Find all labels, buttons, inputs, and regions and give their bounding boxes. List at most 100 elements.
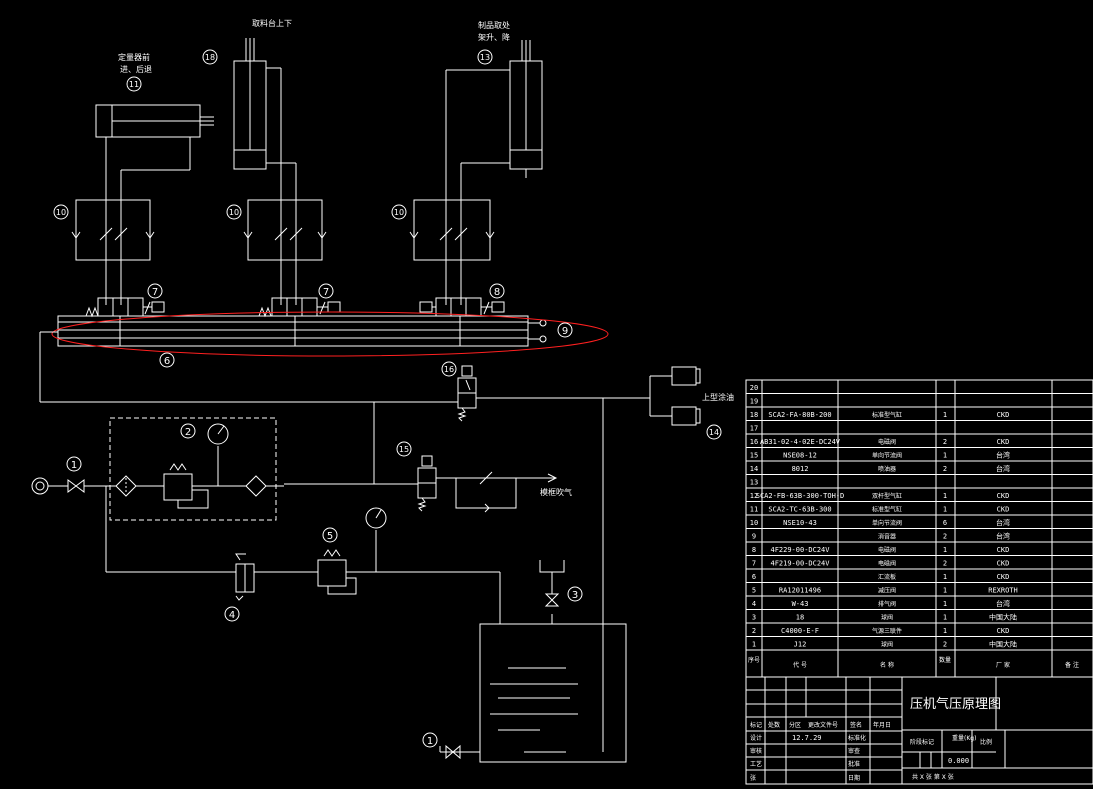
bom-cell-no: 2 [752,627,756,635]
bom-cell-no: 10 [750,519,758,527]
highlight-ellipse [51,311,609,357]
callout-6: 6 [164,356,170,367]
bom-cell-maker: 中国大陆 [989,613,1017,622]
label-product-cyl-2: 架升、降 [478,32,510,42]
bom-cell-no: 4 [752,600,756,608]
valve-16 [457,365,477,422]
bom-cell-maker: 台湾 [996,599,1010,608]
bom-cell-no: 6 [752,573,756,581]
tb-design: 设计 [750,734,762,742]
label-top-oil: 上型涂油 [702,392,734,402]
solenoid-valve-8 [419,297,505,317]
bom-cell-no: 3 [752,614,756,622]
bom-header-remark: 备 注 [1065,661,1079,669]
solenoid-valve-7a [85,297,165,318]
throttle-group-1 [71,199,155,305]
callout-13: 13 [480,53,490,62]
bom-cell-name: 气源三联件 [872,627,902,635]
bom-cell-name: 电磁阀 [878,560,896,568]
bom-cell-code: RA12011496 [779,587,821,595]
bom-cell-no: 20 [750,384,758,392]
labels: 定量器前 进、后退 取料台上下 制品取处 架升、降 上型涂油 模框吹气 [118,18,734,497]
throttle-group-2 [243,199,327,305]
label-quant-cyl-1: 定量器前 [118,52,150,62]
throttle-group-3 [409,199,495,305]
tb-stage-mark: 阶段标记 [910,738,934,746]
bom-cell-maker: CKD [997,560,1010,568]
callout-15: 15 [399,445,409,454]
bom-cell-qty: 1 [943,411,947,419]
bom-cell-no: 18 [750,411,758,419]
bom-cell-name: 排气阀 [878,600,896,608]
bom-cell-no: 16 [750,438,758,446]
tb-approve: 批准 [848,760,860,768]
bom-cell-name: 双杆型气缸 [872,492,902,500]
bom-cell-name: 消音器 [878,533,896,541]
bom-cell-qty: 1 [943,587,947,595]
bom-cell-no: 17 [750,425,758,433]
tb-weight: 重量(Kg) [952,734,976,742]
label-pickup-cyl: 取料台上下 [252,18,292,28]
bom-cell-maker: CKD [997,438,1010,446]
bom-cell-qty: 2 [943,438,947,446]
bom-header-name: 名 称 [880,661,894,669]
callout-11: 11 [129,80,139,89]
bom-cell-qty: 6 [943,519,947,527]
bom-cell-code: W-43 [792,600,809,608]
callout-5: 5 [327,531,333,542]
bom-cell-no: 5 [752,587,756,595]
bom-cell-qty: 1 [943,492,947,500]
bom-cell-maker: 台湾 [996,464,1010,473]
bom-cell-no: 7 [752,560,756,568]
drawing-title: 压机气压原理图 [910,696,1001,712]
manifold-6 [57,315,547,347]
bom-cell-no: 11 [750,506,758,514]
callout-9: 9 [562,326,568,337]
bom-cell-code: SCA2-TC-63B-300 [768,506,831,514]
bom-cell-name: 减压阀 [878,587,896,595]
bom-cell-maker: CKD [997,411,1010,419]
bom-header-maker: 厂 家 [996,661,1010,669]
bom-cell-maker: CKD [997,546,1010,554]
callout-2: 2 [185,427,191,438]
bom-cell-code: SCA2-FB-63B-300-TOH-D [756,492,845,500]
solenoid-valve-7b [258,297,341,318]
bom-cell-qty: 1 [943,506,947,514]
bom-cell-code: NSE08-12 [783,452,817,460]
bom-cell-code: AB31-02-4-02E-DC24V [760,438,841,446]
oiler-14 [671,366,701,426]
bom-cell-qty: 1 [943,627,947,635]
bom-cell-qty: 1 [943,600,947,608]
bom-cell-code: 18 [796,614,804,622]
tb-standard: 标准化 [848,734,866,742]
title-block: 压机气压原理图 标记 处数 分区 更改文件号 签名 年月日 设计 12.7.29… [745,676,1093,785]
tb-check: 审查 [848,747,860,755]
bom-cell-name: 喷油器 [878,465,896,473]
bom-cell-qty: 1 [943,573,947,581]
tb-weight-value: 0.000 [948,757,969,765]
callout-7b: 7 [323,287,329,298]
supply-lines [39,331,672,752]
bom-cell-qty: 1 [943,546,947,554]
bom-cell-qty: 2 [943,465,947,473]
bom-cell-maker: CKD [997,627,1010,635]
bom-cell-code: SCA2-FA-80B-200 [768,411,831,419]
bom-cell-no: 12 [750,492,758,500]
bom-cell-no: 8 [752,546,756,554]
bom-cell-no: 9 [752,533,756,541]
bom-cell-no: 1 [752,641,756,649]
bom-cell-code: C4000-E-F [781,627,819,635]
bom-header-no: 序号 [748,656,760,664]
bom-cell-no: 13 [750,479,758,487]
tb-sign: 签名 [850,721,862,729]
tb-count: 处数 [768,721,780,729]
bom-cell-name: 电磁阀 [878,438,896,446]
bom-cell-maker: CKD [997,573,1010,581]
tb-sheet-word: 张 [750,774,756,782]
tb-sheets: 共 X 张 第 X 张 [912,773,954,781]
bom-cell-name: 标准型气缸 [872,506,902,514]
bom-cell-name: 球阀 [881,641,893,649]
label-quant-cyl-2: 进、后退 [120,64,152,74]
cylinder-13 [445,40,543,200]
